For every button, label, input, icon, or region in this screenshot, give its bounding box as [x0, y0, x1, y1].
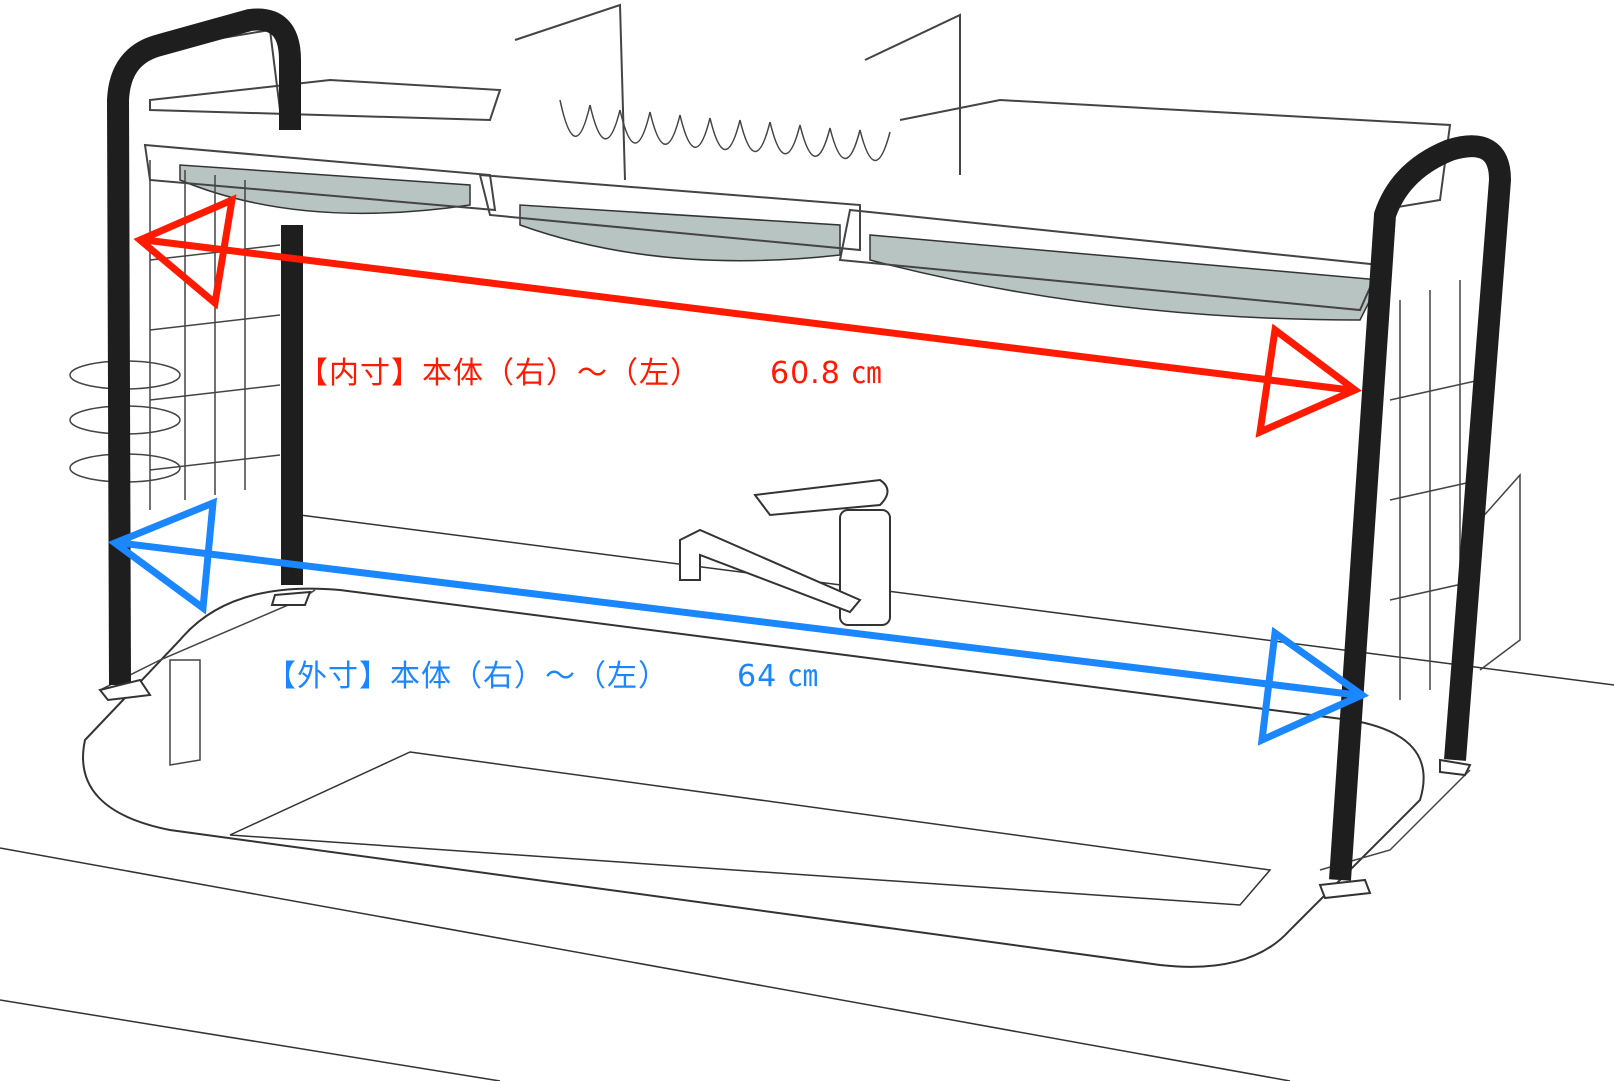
inner-dimension-value: 60.8 ㎝	[770, 356, 883, 391]
outer-dimension-value: 64 ㎝	[737, 659, 819, 694]
countertop	[0, 514, 1614, 1081]
outer-dimension-label: 【外寸】本体（右）～（左）	[266, 659, 669, 694]
outer-dimension-arrow	[107, 497, 1369, 746]
wire-shelves	[69, 3, 1521, 871]
inner-dimension-arrow	[133, 194, 1362, 438]
inner-dimension-label: 【内寸】本体（右）～（左）	[298, 356, 701, 391]
faucet	[679, 478, 891, 626]
leg-feet	[98, 590, 1472, 900]
sink-basin	[229, 751, 1272, 906]
rack-frame-legs	[106, 8, 1512, 881]
sink-outline	[82, 587, 1425, 968]
